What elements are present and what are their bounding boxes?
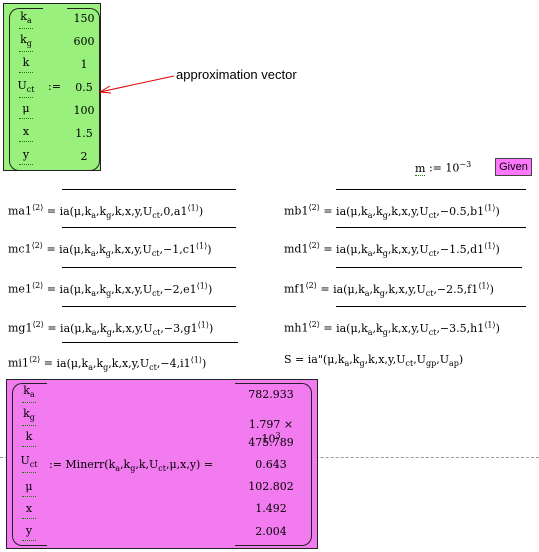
minerr-variable-mu: μ <box>12 480 46 497</box>
minerr-variable-ka: ka <box>12 384 46 404</box>
equation-mi1[interactable]: mi1⟨2⟩ = ia(μ,ka,kg,k,x,y,Uct,−4,i1⟨1⟩) <box>8 355 207 372</box>
minerr-solve-region[interactable]: ka kg k Uct μ x y := Minerr(ka,kg,k,Uct,… <box>6 379 318 549</box>
equation-ma1[interactable]: ma1⟨2⟩ = ia(μ,ka,kg,k,x,y,Uct,0,a1⟨1⟩) <box>8 203 204 220</box>
equation-mh1[interactable]: mh1⟨2⟩ = ia(μ,ka,kg,k,x,y,Uct,−3.5,h1⟨1⟩… <box>284 320 500 337</box>
vector-variable-ka: ka <box>9 10 43 30</box>
vector-variable-uct: Uct <box>9 79 43 99</box>
equation-mc1[interactable]: mc1⟨2⟩ = ia(μ,ka,kg,k,x,y,Uct,−1,c1⟨1⟩) <box>8 241 212 258</box>
vector-value: 1 <box>80 58 88 71</box>
minerr-variable-k: k <box>12 430 46 447</box>
annotation-arrow-icon <box>98 75 175 94</box>
result-value: 1.492 <box>255 502 287 515</box>
minerr-variable-kg: kg <box>12 407 46 427</box>
result-right-bracket <box>235 383 312 546</box>
approximation-vector-region[interactable]: ka kg k Uct μ x y := 150 600 1 0.5 100 1… <box>3 3 101 171</box>
vector-right-bracket <box>67 8 100 171</box>
vector-left-bracket <box>9 8 43 171</box>
equation-mb1[interactable]: mb1⟨2⟩ = ia(μ,ka,kg,k,x,y,Uct,−0.5,b1⟨1⟩… <box>284 203 500 220</box>
vectorize-bar <box>336 227 526 228</box>
vectorize-bar <box>62 189 236 190</box>
vector-value: 2 <box>80 150 88 163</box>
vector-value: 100 <box>73 104 95 117</box>
vectorize-bar <box>62 306 236 307</box>
vector-value: 150 <box>73 12 95 25</box>
vectorize-bar <box>62 342 238 343</box>
vector-value: 1.5 <box>75 127 93 140</box>
minerr-variable-uct: Uct <box>12 454 46 474</box>
result-value: 0.643 <box>255 458 287 471</box>
vector-value: 600 <box>73 35 95 48</box>
assign-operator: := <box>48 80 61 93</box>
vectorize-bar <box>336 189 526 190</box>
given-keyword-badge[interactable]: Given <box>495 158 532 176</box>
result-value: 2.004 <box>255 525 287 538</box>
vector-variable-y: y <box>9 148 43 165</box>
result-value-scientific: 1.797 × 103 <box>248 418 294 446</box>
vectorize-bar <box>62 267 236 268</box>
vector-value: 0.5 <box>75 81 93 94</box>
vector-variable-x: x <box>9 125 43 142</box>
equation-mf1[interactable]: mf1⟨2⟩ = ia(μ,ka,kg,k,x,y,Uct,−2.5,f1⟨1⟩… <box>284 281 494 298</box>
vectorize-bar <box>336 306 526 307</box>
equation-me1[interactable]: me1⟨2⟩ = ia(μ,ka,kg,k,x,y,Uct,−2,e1⟨1⟩) <box>8 281 213 298</box>
vectorize-bar <box>336 267 522 268</box>
minerr-variable-x: x <box>12 502 46 519</box>
vector-variable-mu: μ <box>9 102 43 119</box>
result-left-bracket <box>12 383 47 546</box>
minerr-expression: := Minerr(ka,kg,k,Uct,μ,x,y) = <box>49 458 214 474</box>
vector-variable-k: k <box>9 56 43 73</box>
result-value: 475.789 <box>248 436 294 449</box>
annotation-label: approximation vector <box>176 67 297 82</box>
vector-variable-kg: kg <box>9 33 43 53</box>
result-value: 102.802 <box>248 480 294 493</box>
minerr-variable-y: y <box>12 524 46 541</box>
s-definition[interactable]: S = ia"(μ,ka,kg,k,x,y,Uct,Ugp,Uap) <box>284 353 464 369</box>
equation-md1[interactable]: md1⟨2⟩ = ia(μ,ka,kg,k,x,y,Uct,−1.5,d1⟨1⟩… <box>284 241 500 258</box>
vectorize-bar <box>62 227 236 228</box>
m-definition[interactable]: m := 10−3 <box>415 160 472 176</box>
equation-mg1[interactable]: mg1⟨2⟩ = ia(μ,ka,kg,k,x,y,Uct,−3,g1⟨1⟩) <box>8 320 214 337</box>
result-value: 782.933 <box>248 388 294 401</box>
